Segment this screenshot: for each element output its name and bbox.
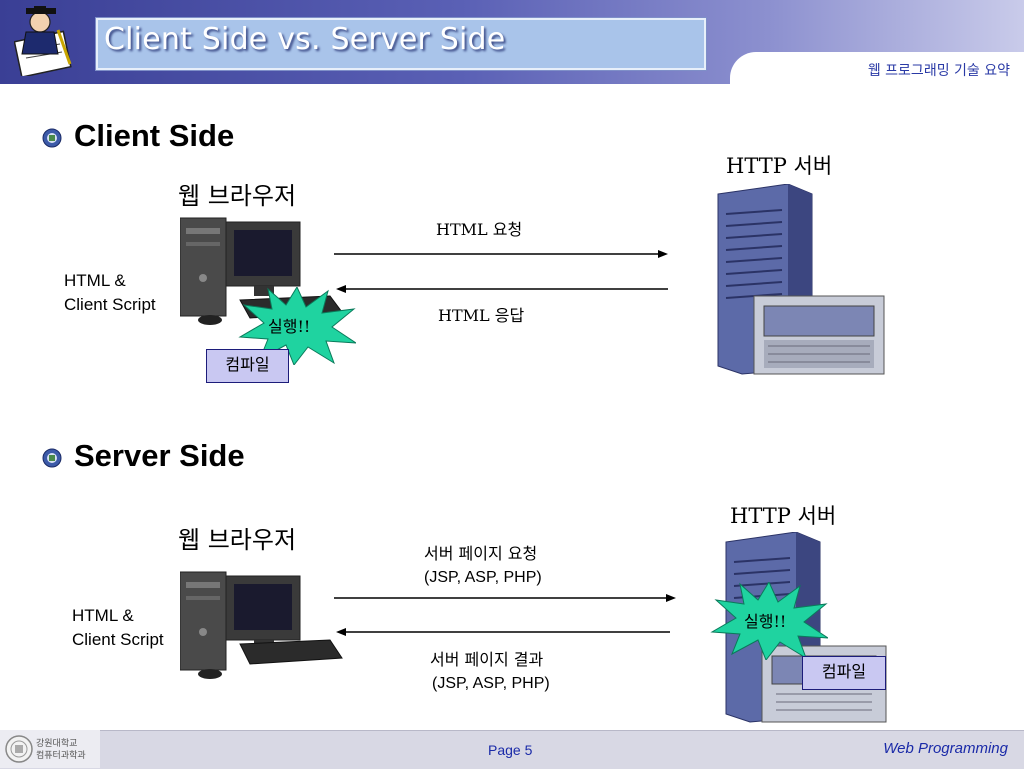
section-bullet-icon xyxy=(42,128,62,148)
client-script-label-2: Client Script xyxy=(64,295,156,314)
university-seal-icon xyxy=(5,735,33,763)
slide-title: Client Side vs. Server Side xyxy=(104,22,506,57)
server-result-label-2: (JSP, ASP, PHP) xyxy=(432,675,550,692)
page-number: Page 5 xyxy=(488,742,533,758)
server-script-label-1: HTML & xyxy=(72,606,134,625)
title-box xyxy=(96,18,706,70)
server-request-label-2: (JSP, ASP, PHP) xyxy=(424,569,542,586)
client-computer-icon xyxy=(180,217,343,325)
client-execute-burst-icon xyxy=(238,287,356,365)
server-computer-icon xyxy=(180,571,343,679)
slide-subtitle: 웹 프로그래밍 기술 요약 xyxy=(867,63,1010,79)
client-script-label-1: HTML & xyxy=(64,271,126,290)
section-bullet-icon xyxy=(42,448,62,468)
server-arrows xyxy=(334,594,676,636)
html-request-label: HTML 요청 xyxy=(436,220,523,239)
server-execute-text: 실행!! xyxy=(744,612,787,631)
professor-logo-icon xyxy=(14,6,72,76)
client-execute-text: 실행!! xyxy=(268,317,311,336)
footer-school-line2: 컴퓨터과학과 xyxy=(36,751,86,761)
client-http-server-label: HTTP 서버 xyxy=(726,154,833,178)
server-compile-box: 컴파일 xyxy=(802,656,886,690)
client-server-icon xyxy=(717,184,885,375)
client-browser-label: 웹 브라우저 xyxy=(178,182,297,210)
server-browser-label: 웹 브라우저 xyxy=(178,526,297,554)
html-response-label: HTML 응답 xyxy=(438,306,525,325)
footer-school-name: 강원대학교 컴퓨터과학과 xyxy=(36,738,86,762)
subtitle-tab xyxy=(730,52,1024,86)
server-request-label-1: 서버 페이지 요청 xyxy=(424,544,538,563)
footer-school-line1: 강원대학교 xyxy=(36,739,78,749)
server-execute-burst-icon xyxy=(710,582,828,660)
server-side-heading: Server Side xyxy=(74,438,245,473)
client-side-heading: Client Side xyxy=(74,118,235,153)
client-arrows xyxy=(334,250,668,293)
server-result-label-1: 서버 페이지 결과 xyxy=(430,650,544,669)
client-compile-box: 컴파일 xyxy=(206,349,289,383)
server-http-server-label: HTTP 서버 xyxy=(730,504,837,528)
footer-course-title: Web Programming xyxy=(883,740,1008,757)
server-script-label-2: Client Script xyxy=(72,630,164,649)
footer-bar xyxy=(0,730,1024,769)
